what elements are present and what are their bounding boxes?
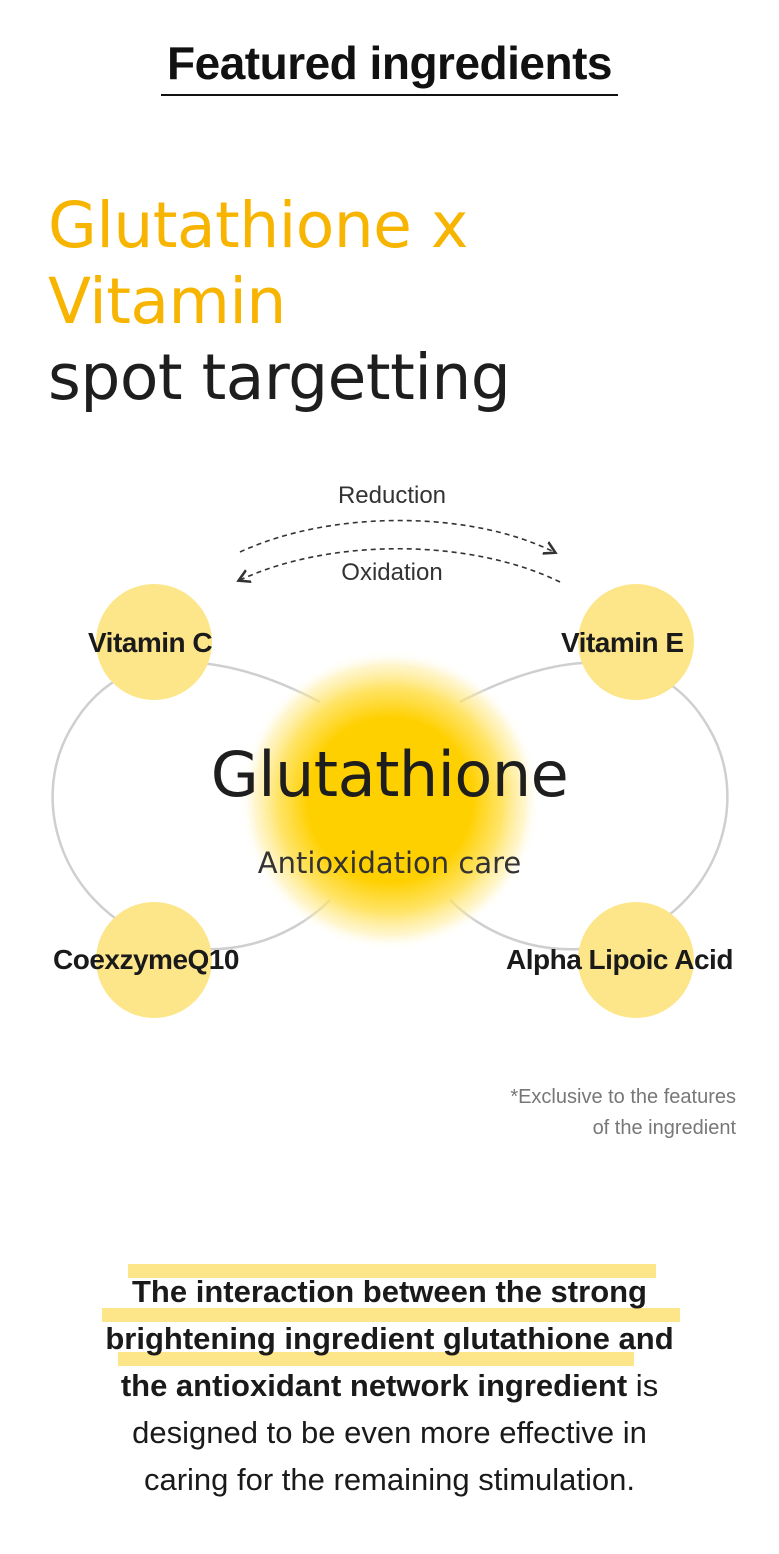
highlight-bar-2 [102,1308,680,1322]
headline-dark-line: spot targetting [48,341,511,414]
headline-accent-line-2: Vitamin [48,265,286,338]
reduction-arrow [239,519,554,553]
glutathione-sun [240,650,540,950]
highlight-bar-3 [118,1352,634,1366]
headline-accent-line-1: Glutathione x [48,189,468,262]
oxidation-arrow [240,547,561,582]
diagram-graphics [51,519,729,1018]
body-paragraph: The interaction between the strong brigh… [0,1268,779,1503]
highlight-bar-1 [128,1264,656,1278]
body-line-2: brightening ingredient glutathione and [0,1315,779,1362]
alpha-lipoic-label: Alpha Lipoic Acid [506,944,733,975]
coexzyme-node [96,902,212,1018]
body-line-5: caring for the remaining stimulation. [143,1462,636,1497]
coexzyme-label: CoexzymeQ10 [53,944,239,975]
footnote-line-1: *Exclusive to the features [510,1086,736,1108]
body-line-3-rest: is [627,1368,659,1403]
alpha-lipoic-node [578,902,694,1018]
body-line-2-bold: brightening ingredient glutathione [105,1321,610,1356]
footnote: *Exclusive to the features of the ingred… [510,1082,736,1144]
ingredient-network-diagram: Reduction Oxidation Vitamin C Vitamin E … [0,470,779,1050]
vitamin-e-label: Vitamin E [561,627,684,658]
vitamin-e-node [578,584,694,700]
center-subtitle: Antioxidation care [257,846,522,880]
vitamin-c-node [96,584,212,700]
body-line-1: The interaction between the strong [132,1274,647,1309]
body-line-3-bold: the antioxidant network ingredient [120,1368,628,1403]
footnote-line-2: of the ingredient [592,1117,736,1139]
section-title-text: Featured ingredients [161,38,618,96]
body-line-4: designed to be even more effective in [132,1415,647,1450]
vitamin-c-label: Vitamin C [88,627,213,658]
section-title: Featured ingredients [0,38,779,96]
reduction-label: Reduction [337,482,447,509]
oxidation-label: Oxidation [341,559,443,586]
headline: Glutathione x Vitamin spot targetting [48,188,511,416]
body-line-2-rest: and [609,1321,674,1356]
center-title: Glutathione [210,738,569,811]
body-line-3: the antioxidant network ingredient is [0,1362,779,1409]
